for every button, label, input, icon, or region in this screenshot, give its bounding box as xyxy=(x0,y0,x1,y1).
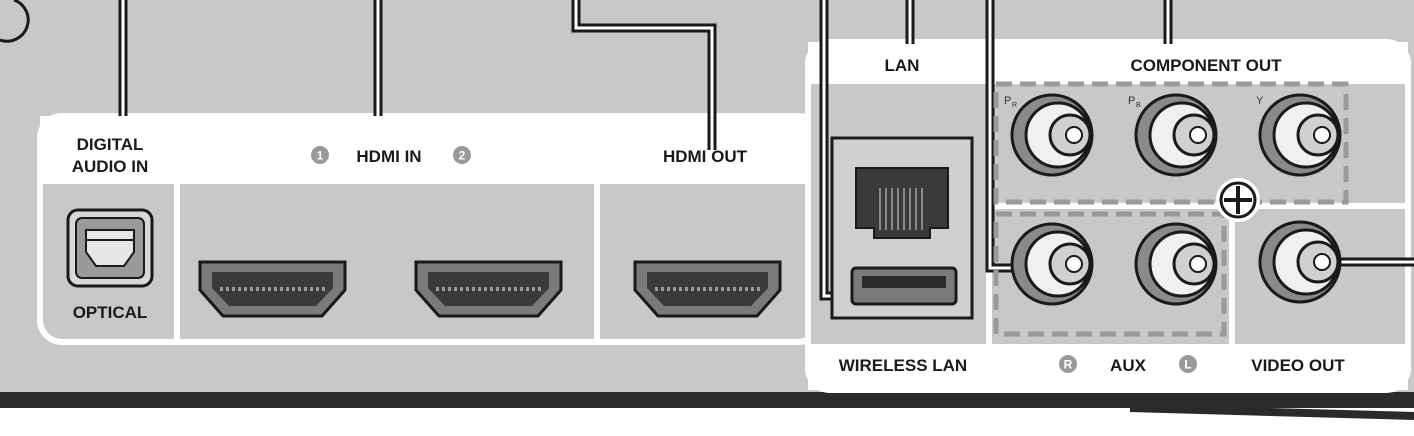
hdmi-out-port-icon xyxy=(633,260,782,318)
digital-audio-in-label-2: AUDIO IN xyxy=(72,157,149,176)
ground-screw-icon xyxy=(1216,178,1260,222)
digital-audio-in-label-1: DIGITAL xyxy=(77,135,144,154)
aux-l-letter: L xyxy=(1184,358,1191,372)
rca-jack-pr xyxy=(1010,93,1094,177)
hdmi-in-label: HDMI IN xyxy=(356,147,421,166)
aux-r-letter: R xyxy=(1064,358,1073,372)
wireless-lan-label: WIRELESS LAN xyxy=(839,356,967,375)
rca-jack-aux-r xyxy=(1010,222,1094,306)
component-out-group xyxy=(993,81,1349,205)
hdmi-in-port-1-icon xyxy=(198,260,347,318)
component-pr-sub: R xyxy=(1012,102,1017,109)
aux-r-badge xyxy=(1059,355,1077,373)
video-out-label: VIDEO OUT xyxy=(1251,356,1345,375)
hdmi-in-port1-number: 1 xyxy=(317,149,324,163)
hdmi-in-port2-number: 2 xyxy=(459,149,466,163)
rca-jack-video-out xyxy=(1258,220,1342,304)
corner-mark xyxy=(0,0,30,43)
rca-jack-y xyxy=(1258,93,1342,177)
chassis-bottom-edge xyxy=(0,392,1414,408)
component-out-label: COMPONENT OUT xyxy=(1130,56,1282,75)
rca-jack-aux-l xyxy=(1134,222,1218,306)
aux-l-badge xyxy=(1179,355,1197,373)
hdmi-in-port1-badge xyxy=(311,146,329,164)
optical-label: OPTICAL xyxy=(73,303,148,322)
component-y-label: Y xyxy=(1256,95,1264,107)
rca-jack-pb xyxy=(1134,93,1218,177)
aux-label: AUX xyxy=(1110,356,1147,375)
lan-label: LAN xyxy=(885,56,920,75)
chassis-foot xyxy=(1130,404,1414,420)
component-pb-label: P xyxy=(1128,95,1135,107)
hdmi-in-port2-badge xyxy=(453,146,471,164)
component-pr-label: P xyxy=(1004,95,1011,107)
hdmi-out-label: HDMI OUT xyxy=(663,147,748,166)
component-pb-sub: B xyxy=(1136,102,1141,109)
optical-port-icon xyxy=(66,208,154,288)
aux-group xyxy=(993,211,1227,337)
hdmi-in-port-2-icon xyxy=(414,260,563,318)
wireless-lan-usb-port-icon xyxy=(850,266,958,306)
